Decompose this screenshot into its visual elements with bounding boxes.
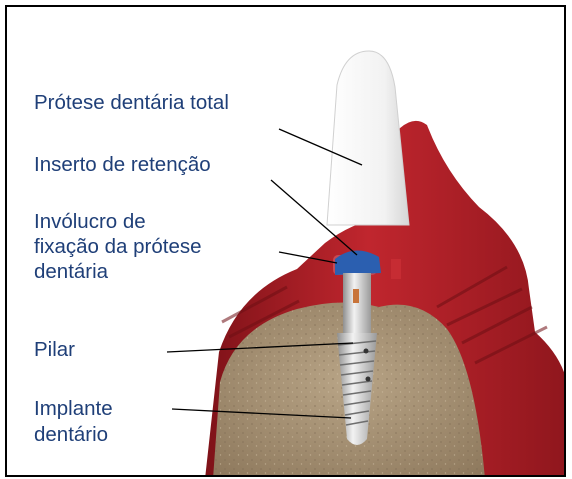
leader-line-abutment <box>166 342 354 353</box>
label-total-prosthesis: Prótese dentária total <box>34 91 229 114</box>
dental-implant-illustration <box>166 50 564 475</box>
leader-line-prosthesis <box>278 128 363 166</box>
retention-insert-shape <box>335 250 381 275</box>
gum-texture <box>221 265 548 365</box>
implant-body <box>337 333 377 445</box>
label-fixation-housing-line2: fixação da prótese <box>34 235 202 258</box>
label-fixation-housing-line3: dentária <box>34 260 109 283</box>
label-abutment: Pilar <box>34 338 76 361</box>
label-retention-insert: Inserto de retenção <box>34 153 211 176</box>
label-implant-line1: Implante <box>34 397 113 420</box>
leader-lines <box>166 128 363 419</box>
leader-line-implant <box>171 408 352 419</box>
leader-line-fixation-housing <box>278 251 338 264</box>
diagram-frame: Prótese dentária total Inserto de retenç… <box>5 5 566 477</box>
prosthesis-tooth <box>326 50 410 226</box>
implant-threads <box>337 340 377 426</box>
label-implant-line2: dentário <box>34 423 109 446</box>
leader-line-retention-insert <box>270 179 358 256</box>
label-fixation-housing-line1: Invólucro de <box>34 210 146 233</box>
